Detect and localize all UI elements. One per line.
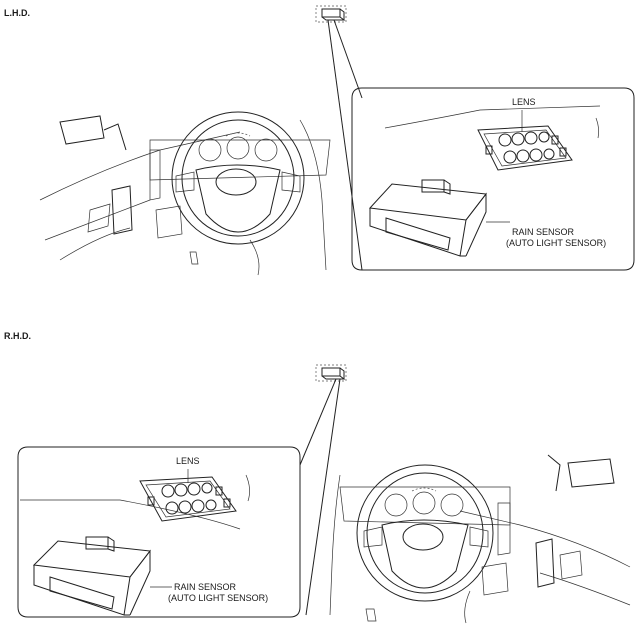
lhd-interior: [39, 111, 331, 276]
rhd-detail-box: [17, 446, 301, 618]
section-label-rhd: R.H.D.: [4, 331, 31, 341]
rhd-rain-sensor-body: [32, 536, 172, 616]
rhd-interior: [329, 454, 631, 624]
section-label-lhd: L.H.D.: [4, 8, 30, 18]
lhd-lens-label: LENS: [512, 97, 536, 107]
rhd-auto-light-sensor-label: (AUTO LIGHT SENSOR): [168, 593, 269, 603]
lhd-sensor-mount: [315, 5, 347, 23]
rhd-sensor-mount: [315, 364, 347, 382]
lhd-lens-cluster: [477, 110, 573, 171]
rhd-lens-label: LENS: [176, 456, 200, 466]
rhd-lens-cluster: [139, 469, 237, 522]
lhd-auto-light-sensor-label: (AUTO LIGHT SENSOR): [506, 238, 607, 248]
rhd-rain-sensor-label: RAIN SENSOR: [174, 582, 237, 592]
rhd-illustration: [17, 364, 631, 624]
lhd-rain-sensor-label: RAIN SENSOR: [512, 227, 575, 237]
lhd-illustration: [39, 5, 635, 276]
lhd-rain-sensor-body: [368, 179, 510, 257]
lhd-detail-box: [351, 87, 635, 271]
